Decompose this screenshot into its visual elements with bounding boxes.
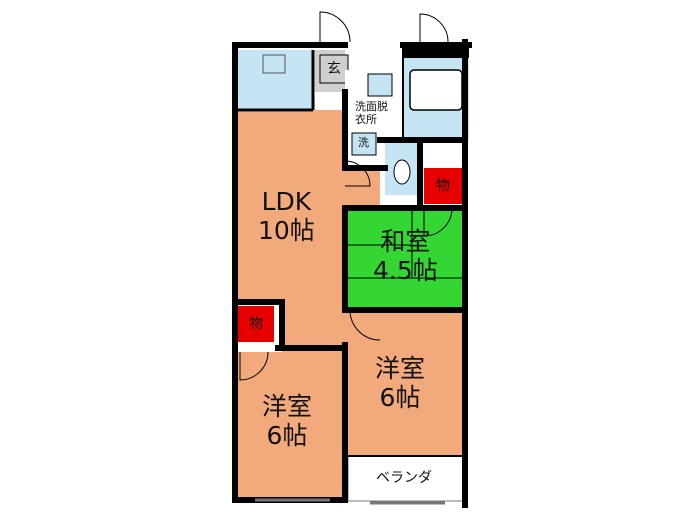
youshitsu-left-name: 洋室 (262, 392, 313, 421)
youshitsu-left-floor (238, 352, 345, 498)
storage-top-label: 物 (436, 178, 450, 194)
genkan-label: 玄 (327, 61, 341, 77)
youshitsu-left-label: 洋室 6帖 (262, 392, 313, 451)
youshitsu-left-size: 6帖 (266, 420, 308, 450)
youshitsu-right-label: 洋室 6帖 (375, 354, 426, 413)
washer-box (351, 132, 377, 156)
ldk-size: 10帖 (258, 215, 315, 245)
youshitsu-right-floor (345, 310, 465, 456)
washitsu-size: 4.5帖 (373, 255, 438, 285)
ldk-name: LDK (261, 187, 312, 216)
storage-left-label: 物 (249, 316, 263, 332)
storage-left (238, 306, 274, 342)
youshitsu-right-size: 6帖 (379, 382, 421, 412)
ldk-label: LDK 10帖 (258, 187, 315, 246)
washitsu-label: 和室 4.5帖 (373, 227, 438, 286)
storage-top (424, 168, 464, 204)
youshitsu-right-name: 洋室 (375, 354, 426, 383)
kitchen-counter (238, 50, 313, 112)
washitsu-name: 和室 (380, 227, 431, 256)
balcony-label: ベランダ (376, 470, 432, 486)
senmen-label: 洗面脱 衣所 (355, 100, 388, 126)
washer-label: 洗 (358, 136, 369, 149)
sink-basin (367, 73, 393, 97)
washitsu-floor (345, 208, 465, 310)
